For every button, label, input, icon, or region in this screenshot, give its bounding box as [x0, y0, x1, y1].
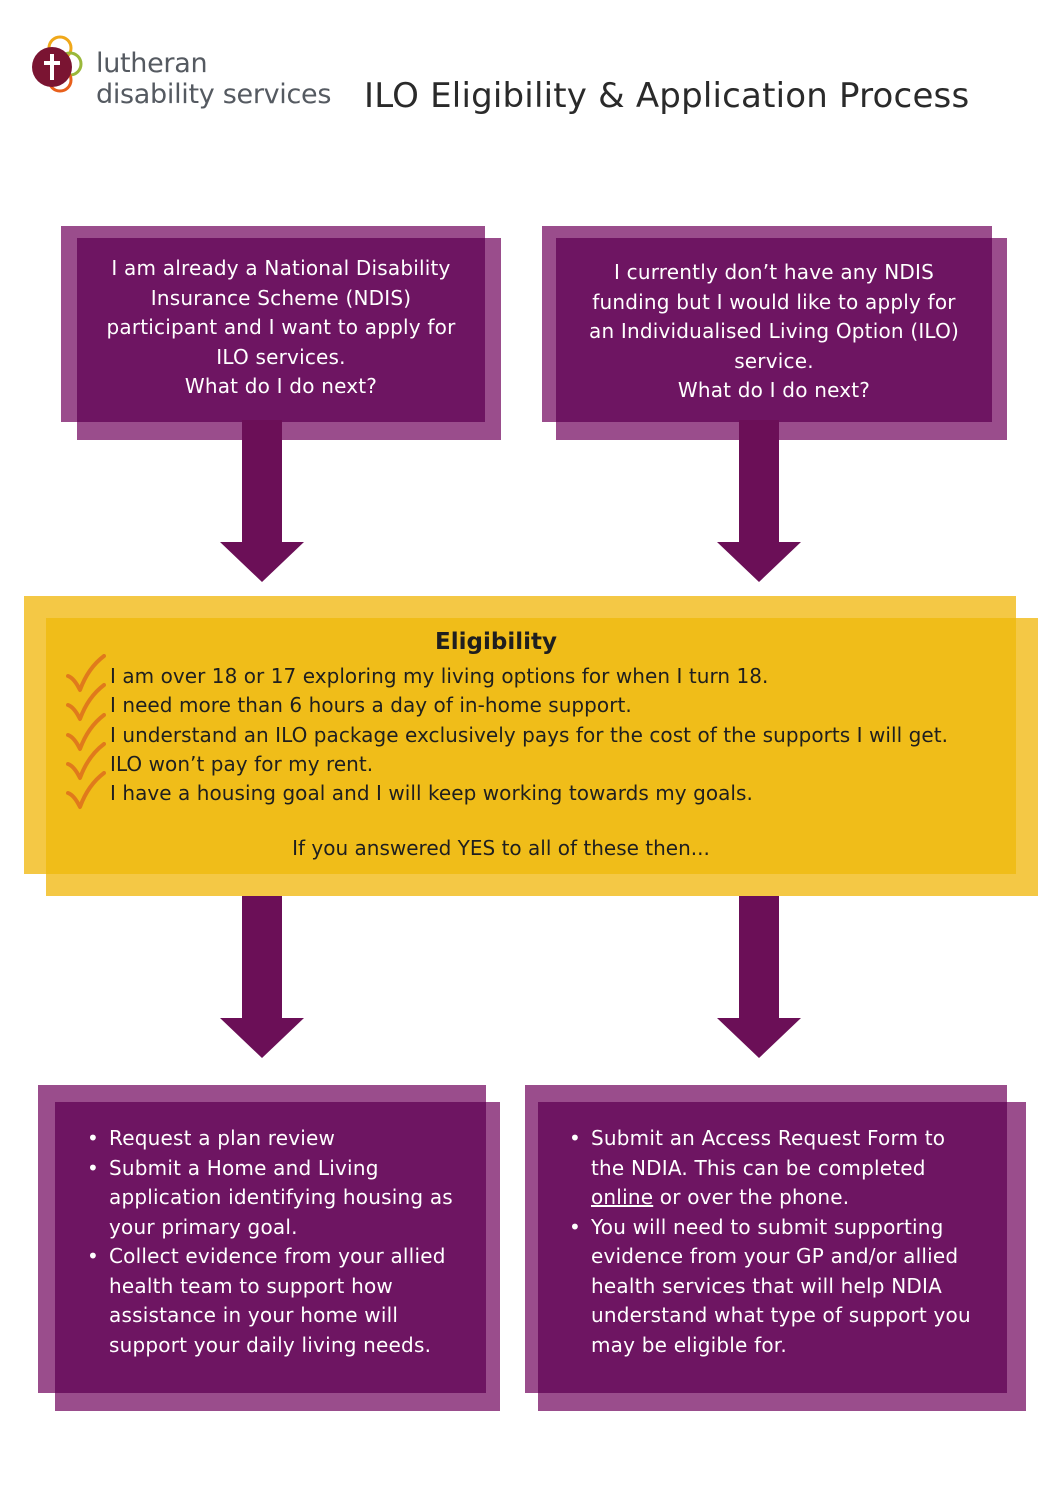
- eligibility-item: I understand an ILO package exclusively …: [66, 712, 1026, 751]
- text-line: Insurance Scheme (NDIS): [150, 285, 412, 310]
- list-item-text: or over the phone.: [653, 1185, 850, 1209]
- list-item: Submit an Access Request Form to the NDI…: [569, 1124, 984, 1213]
- eligibility-title: Eligibility: [435, 629, 557, 655]
- top-right-box-text: I currently don’t have any NDIS funding …: [556, 244, 992, 420]
- eligibility-item-text: I have a housing goal and I will keep wo…: [110, 781, 753, 806]
- arrow-down-icon: [717, 896, 801, 1058]
- eligibility-item: ILO won’t pay for my rent.: [66, 741, 1026, 780]
- top-right-box: [556, 238, 992, 422]
- list-item-text: Submit an Access Request Form to the NDI…: [591, 1126, 946, 1180]
- eligibility-item-text: I understand an ILO package exclusively …: [110, 722, 949, 747]
- eligibility-item: I need more than 6 hours a day of in-hom…: [66, 683, 1026, 722]
- text-line: funding but I would like to apply for: [592, 289, 956, 314]
- arrow-down-icon: [717, 420, 801, 582]
- eligibility-item-text: I am over 18 or 17 exploring my living o…: [110, 664, 769, 688]
- eligibility-item-text: I need more than 6 hours a day of in-hom…: [110, 693, 632, 718]
- text-line: What do I do next?: [677, 378, 871, 403]
- brand-line-2: disability services: [96, 79, 332, 110]
- text-line: ILO services.: [216, 344, 346, 369]
- text-line: I am already a National Disability: [111, 256, 451, 281]
- bottom-left-list: Request a plan review Submit a Home and …: [87, 1124, 467, 1360]
- bottom-right-list: Submit an Access Request Form to the NDI…: [569, 1124, 984, 1360]
- check-icon: [66, 683, 106, 722]
- top-left-box-text: I am already a National Disability Insur…: [77, 240, 485, 416]
- top-left-box: [77, 238, 485, 422]
- brand-line-1: lutheran: [96, 48, 208, 79]
- text-line: I currently don’t have any NDIS: [613, 260, 935, 285]
- list-item: You will need to submit supporting evide…: [569, 1213, 984, 1361]
- online-link[interactable]: online: [591, 1185, 654, 1209]
- eligibility-box: [46, 618, 1016, 874]
- text-line: participant and I want to apply for: [106, 315, 456, 340]
- arrow-down-icon: [220, 420, 304, 582]
- list-item: Submit a Home and Living application ide…: [87, 1154, 467, 1243]
- list-item: Request a plan review: [87, 1124, 467, 1154]
- eligibility-item-text: ILO won’t pay for my rent.: [110, 751, 374, 776]
- check-icon: [66, 741, 106, 780]
- list-item: Collect evidence from your allied health…: [87, 1242, 467, 1360]
- lds-logo-icon: [32, 35, 83, 93]
- arrow-down-icon: [220, 896, 304, 1058]
- check-icon: [66, 771, 106, 810]
- eligibility-footer: If you answered YES to all of these then…: [292, 836, 710, 860]
- check-icon: [66, 654, 106, 692]
- eligibility-list: I am over 18 or 17 exploring my living o…: [66, 654, 1026, 810]
- check-icon: [66, 712, 106, 751]
- text-line: What do I do next?: [184, 374, 378, 399]
- text-line: an Individualised Living Option (ILO): [588, 319, 960, 344]
- text-line: service.: [734, 348, 814, 373]
- brand-name: lutheran disability services: [96, 48, 331, 110]
- eligibility-item: I have a housing goal and I will keep wo…: [66, 771, 1026, 810]
- eligibility-item: I am over 18 or 17 exploring my living o…: [66, 654, 1026, 692]
- page-title: ILO Eligibility & Application Process: [364, 76, 970, 116]
